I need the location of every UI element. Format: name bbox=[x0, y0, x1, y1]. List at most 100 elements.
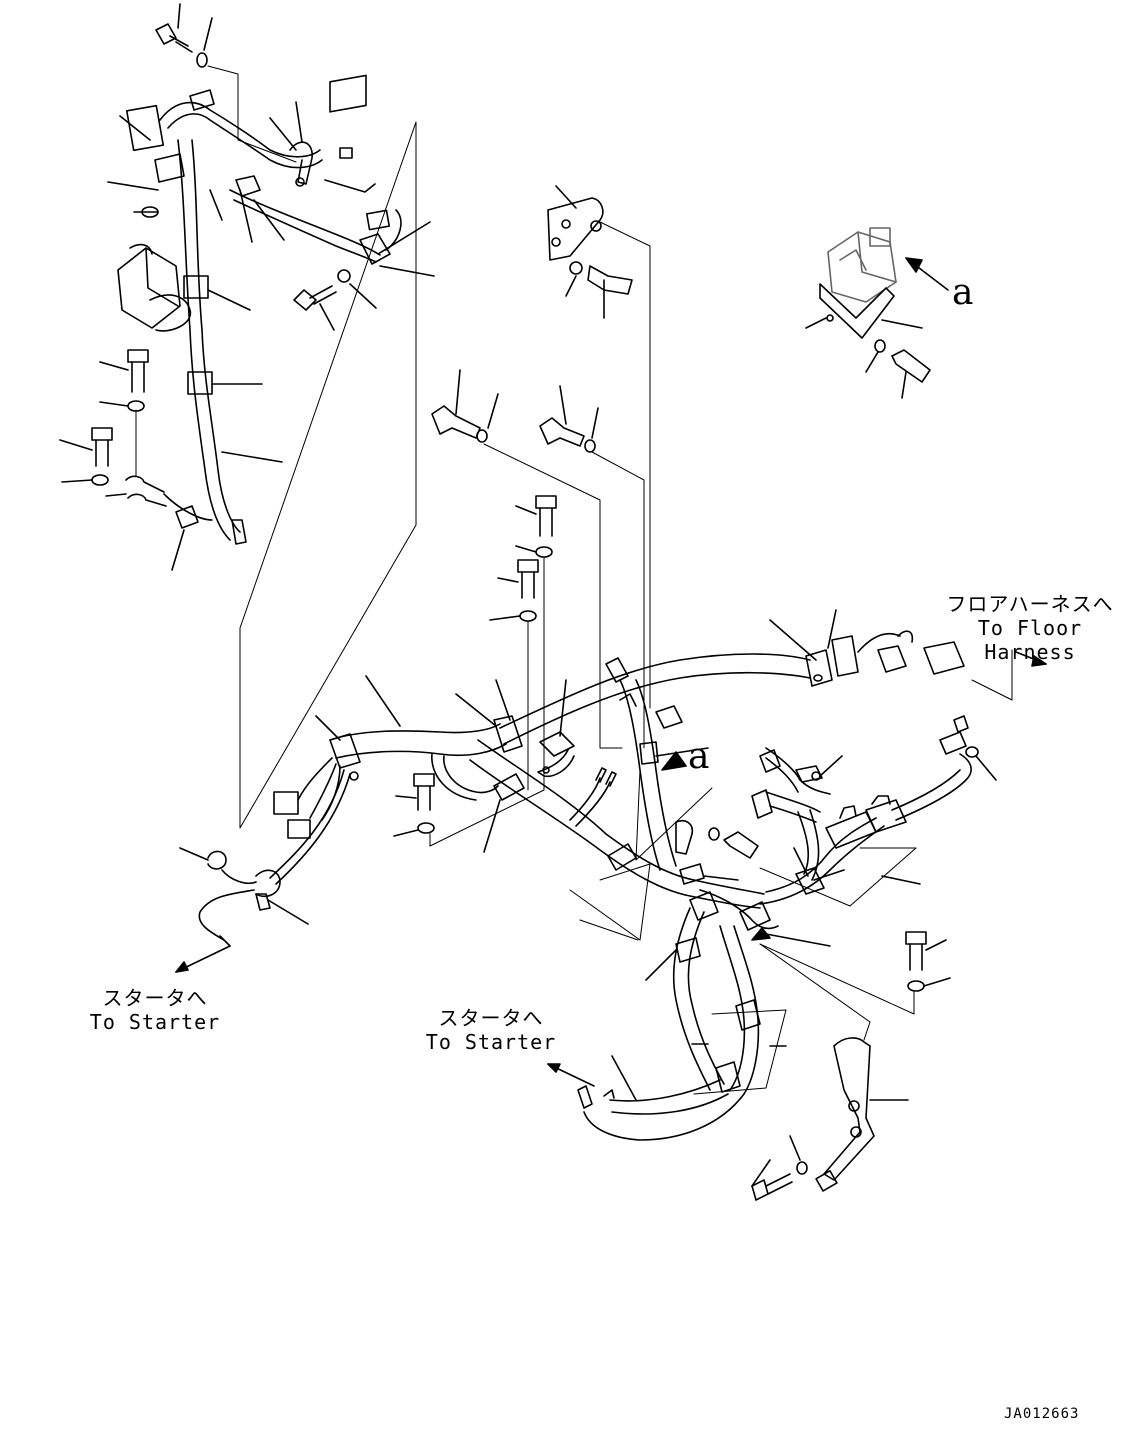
arrow-icon bbox=[547, 1063, 561, 1073]
washer-icon bbox=[569, 261, 583, 275]
clamp-icon bbox=[735, 999, 761, 1031]
relay-bracket-subassembly bbox=[827, 227, 897, 303]
connector-icon bbox=[605, 657, 629, 683]
connector-icon bbox=[324, 74, 376, 193]
bracket-icon bbox=[819, 283, 895, 339]
washer-icon bbox=[796, 1161, 808, 1175]
harness-segment bbox=[765, 791, 821, 813]
clamp-icon bbox=[183, 275, 209, 299]
bolt-icon bbox=[535, 495, 557, 537]
starter-left-en: To Starter bbox=[89, 1010, 221, 1034]
arrow-icon bbox=[175, 961, 189, 973]
floor-harness-label: フロアハーネスへ To Floor Harness bbox=[928, 592, 1132, 664]
drawing-number: JA012663 bbox=[1004, 1406, 1080, 1422]
starter-center-en: To Starter bbox=[425, 1030, 557, 1054]
bolt-icon bbox=[127, 349, 149, 393]
clamp-icon bbox=[493, 715, 523, 753]
starter-label-center: スタータへ To Starter bbox=[416, 1006, 566, 1054]
bolt-icon bbox=[905, 931, 927, 971]
bolt-icon bbox=[751, 1173, 793, 1201]
clamp-icon bbox=[795, 765, 823, 783]
bolt-icon bbox=[587, 265, 633, 295]
washer-icon bbox=[417, 822, 435, 834]
washer-icon bbox=[476, 429, 488, 443]
washer-icon bbox=[519, 610, 537, 622]
bracket-icon bbox=[539, 731, 575, 757]
bolt-icon bbox=[891, 349, 931, 383]
harness-segment bbox=[809, 809, 820, 881]
clamp-icon bbox=[607, 843, 637, 871]
clamp-icon bbox=[255, 869, 281, 898]
clamp-icon bbox=[639, 741, 659, 765]
harness-segment bbox=[269, 769, 345, 879]
clamp-icon bbox=[805, 649, 833, 687]
connector-icon bbox=[831, 635, 859, 677]
floor-harness-en: To Floor Harness bbox=[977, 616, 1083, 664]
clamp-icon bbox=[175, 505, 199, 529]
terminal-icon bbox=[603, 1089, 615, 1099]
arrow-icon bbox=[1031, 655, 1047, 667]
washer-icon bbox=[337, 269, 351, 283]
arrow-icon bbox=[905, 257, 923, 273]
washer-icon bbox=[907, 980, 925, 992]
clamp-icon bbox=[679, 863, 705, 885]
connector-icon bbox=[125, 104, 165, 152]
connector-icon bbox=[273, 791, 299, 815]
connector-icon bbox=[359, 233, 391, 265]
harness-segment bbox=[719, 925, 746, 1091]
view-a-callout-upper: a bbox=[952, 272, 974, 313]
connector-icon bbox=[865, 799, 907, 833]
clamp-icon bbox=[187, 371, 213, 395]
connector-icon bbox=[655, 705, 683, 729]
connector-icon bbox=[365, 209, 391, 231]
starter-center-jp: スタータへ bbox=[438, 1006, 544, 1030]
washer-icon bbox=[874, 339, 886, 353]
connector-icon bbox=[877, 645, 907, 673]
connector-icon bbox=[759, 749, 781, 773]
harness-segment bbox=[499, 653, 811, 729]
clamp-icon bbox=[795, 867, 825, 895]
starter-label-left: スタータへ To Starter bbox=[80, 986, 230, 1034]
upper-left-subassembly bbox=[59, 3, 435, 829]
connector-icon bbox=[689, 891, 719, 921]
connector-icon bbox=[751, 789, 773, 819]
clamp-icon bbox=[675, 937, 701, 963]
connector-icon bbox=[231, 519, 247, 545]
harness-segment bbox=[297, 757, 333, 801]
terminal-icon bbox=[219, 935, 231, 947]
clamp-icon bbox=[493, 773, 525, 801]
bracket-icon bbox=[823, 1037, 875, 1181]
terminal-icon bbox=[675, 819, 694, 855]
connector-icon bbox=[255, 893, 271, 911]
connector-icon bbox=[939, 731, 967, 755]
harness-segment bbox=[229, 189, 381, 256]
relay-icon bbox=[117, 243, 192, 332]
clamp-icon bbox=[235, 175, 261, 197]
clamp-icon bbox=[154, 153, 185, 183]
terminal-icon bbox=[605, 771, 617, 787]
view-a-callout-lower: a bbox=[688, 736, 710, 777]
clamp-icon bbox=[329, 733, 361, 769]
harness-segment bbox=[159, 101, 321, 158]
terminal-icon bbox=[595, 767, 607, 783]
washer-icon bbox=[708, 827, 720, 841]
center-hardware bbox=[431, 369, 645, 791]
harness-segment bbox=[609, 1079, 721, 1102]
harness-segment bbox=[469, 759, 761, 909]
connector-icon bbox=[923, 641, 965, 675]
terminal-icon bbox=[207, 850, 227, 870]
harness-segment bbox=[857, 632, 901, 653]
clamp-icon bbox=[289, 141, 313, 185]
bolt-icon bbox=[723, 831, 759, 859]
harness-segment bbox=[163, 493, 213, 521]
terminal-icon bbox=[125, 475, 167, 507]
bolt-icon bbox=[539, 417, 585, 447]
clamp-icon bbox=[715, 1061, 741, 1093]
bolt-icon bbox=[517, 559, 539, 599]
main-harness bbox=[175, 609, 1047, 1201]
bolt-icon bbox=[293, 285, 337, 311]
arrow-icon bbox=[751, 927, 771, 941]
assembly-frame bbox=[239, 121, 417, 829]
